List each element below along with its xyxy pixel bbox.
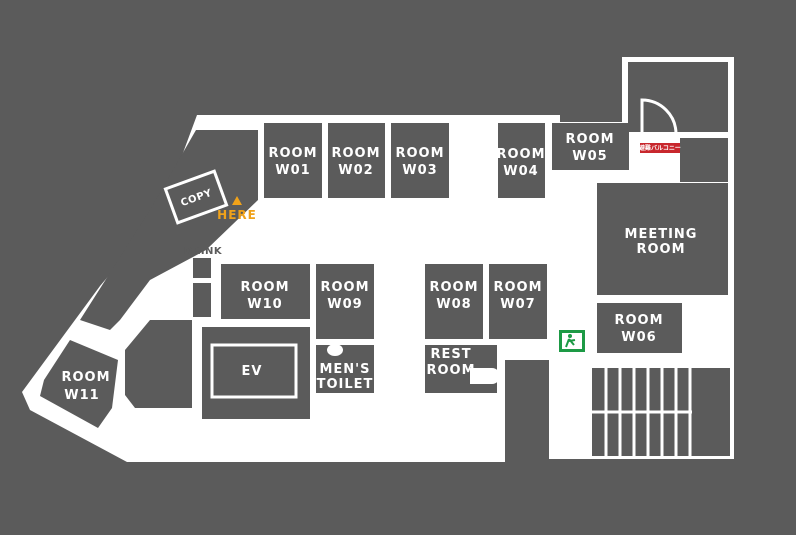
room-w08-line1: ROOM (429, 280, 478, 295)
room-w03-area[interactable] (391, 123, 449, 198)
room-w04-area[interactable] (498, 123, 545, 198)
triangle-up-icon (232, 196, 242, 205)
room-w01-area[interactable] (264, 123, 322, 198)
door-swing-ne (640, 98, 678, 135)
room-w01-line2: W01 (275, 163, 310, 178)
door-swing-west (150, 286, 184, 319)
toilet-icon (327, 344, 343, 356)
ev-block (202, 327, 310, 419)
room-w07-line2: W07 (500, 297, 535, 312)
east-void (505, 360, 549, 460)
emergency-exit-icon (559, 330, 585, 352)
here-label: HERE (217, 208, 257, 222)
room-w04-line1: ROOM (496, 147, 545, 162)
drink-machine-2 (193, 283, 211, 317)
room-w05-area[interactable] (552, 123, 629, 170)
room-w06-area[interactable] (597, 303, 682, 353)
copy-machine: COPY (163, 169, 229, 225)
room-w01-line1: ROOM (268, 146, 317, 161)
north-east-block (628, 62, 728, 132)
room-w09-area[interactable] (316, 264, 374, 339)
room-w02-area[interactable] (328, 123, 385, 198)
toilet-icon (470, 368, 500, 384)
ev-car (210, 343, 298, 399)
rest-room-line2: ROOM (426, 363, 475, 378)
stair-lobby-west (125, 320, 192, 408)
rest-room-line1: REST (430, 347, 471, 362)
room-w06-line1: ROOM (614, 313, 663, 328)
room-w11-area[interactable] (40, 340, 118, 428)
room-w10-line2: W10 (247, 297, 282, 312)
room-w08-area[interactable] (425, 264, 483, 339)
room-w03-line1: ROOM (395, 146, 444, 161)
room-w09-line1: ROOM (320, 280, 369, 295)
room-labels: ROOM W01 ROOM W02 ROOM W03 ROOM W04 ROOM… (61, 132, 698, 403)
balcony-strip (680, 138, 728, 182)
room-w09-line2: W09 (327, 297, 362, 312)
room-w03-line2: W03 (402, 163, 437, 178)
door-swing-stair (554, 361, 588, 394)
balcony-sign (640, 143, 680, 153)
mens-toilet-line1: MEN'S (319, 362, 370, 377)
meeting-room-line1: MEETING (625, 227, 698, 242)
balcony-label: 避難バルコニー (638, 144, 681, 152)
meeting-room-area[interactable] (597, 183, 728, 295)
room-w05-line2: W05 (572, 149, 607, 164)
drink-label: DRINK (184, 246, 223, 257)
room-w06-line2: W06 (621, 330, 656, 345)
room-w05-line1: ROOM (565, 132, 614, 147)
room-w07-area[interactable] (489, 264, 547, 339)
mens-toilet-line2: TOILET (317, 377, 374, 392)
room-w11-line2: W11 (64, 388, 99, 403)
room-w02-line2: W02 (338, 163, 373, 178)
room-w04-line2: W04 (503, 164, 538, 179)
meeting-room-line2: ROOM (636, 242, 685, 257)
room-w10-area[interactable] (221, 264, 310, 319)
room-w11-line1: ROOM (61, 370, 110, 385)
mens-toilet-area[interactable] (316, 345, 374, 393)
ev-label: EV (242, 364, 263, 379)
room-w02-line1: ROOM (331, 146, 380, 161)
drink-machine-1 (193, 258, 211, 278)
room-w10-line1: ROOM (240, 280, 289, 295)
room-w08-line2: W08 (436, 297, 471, 312)
room-w07-line1: ROOM (493, 280, 542, 295)
